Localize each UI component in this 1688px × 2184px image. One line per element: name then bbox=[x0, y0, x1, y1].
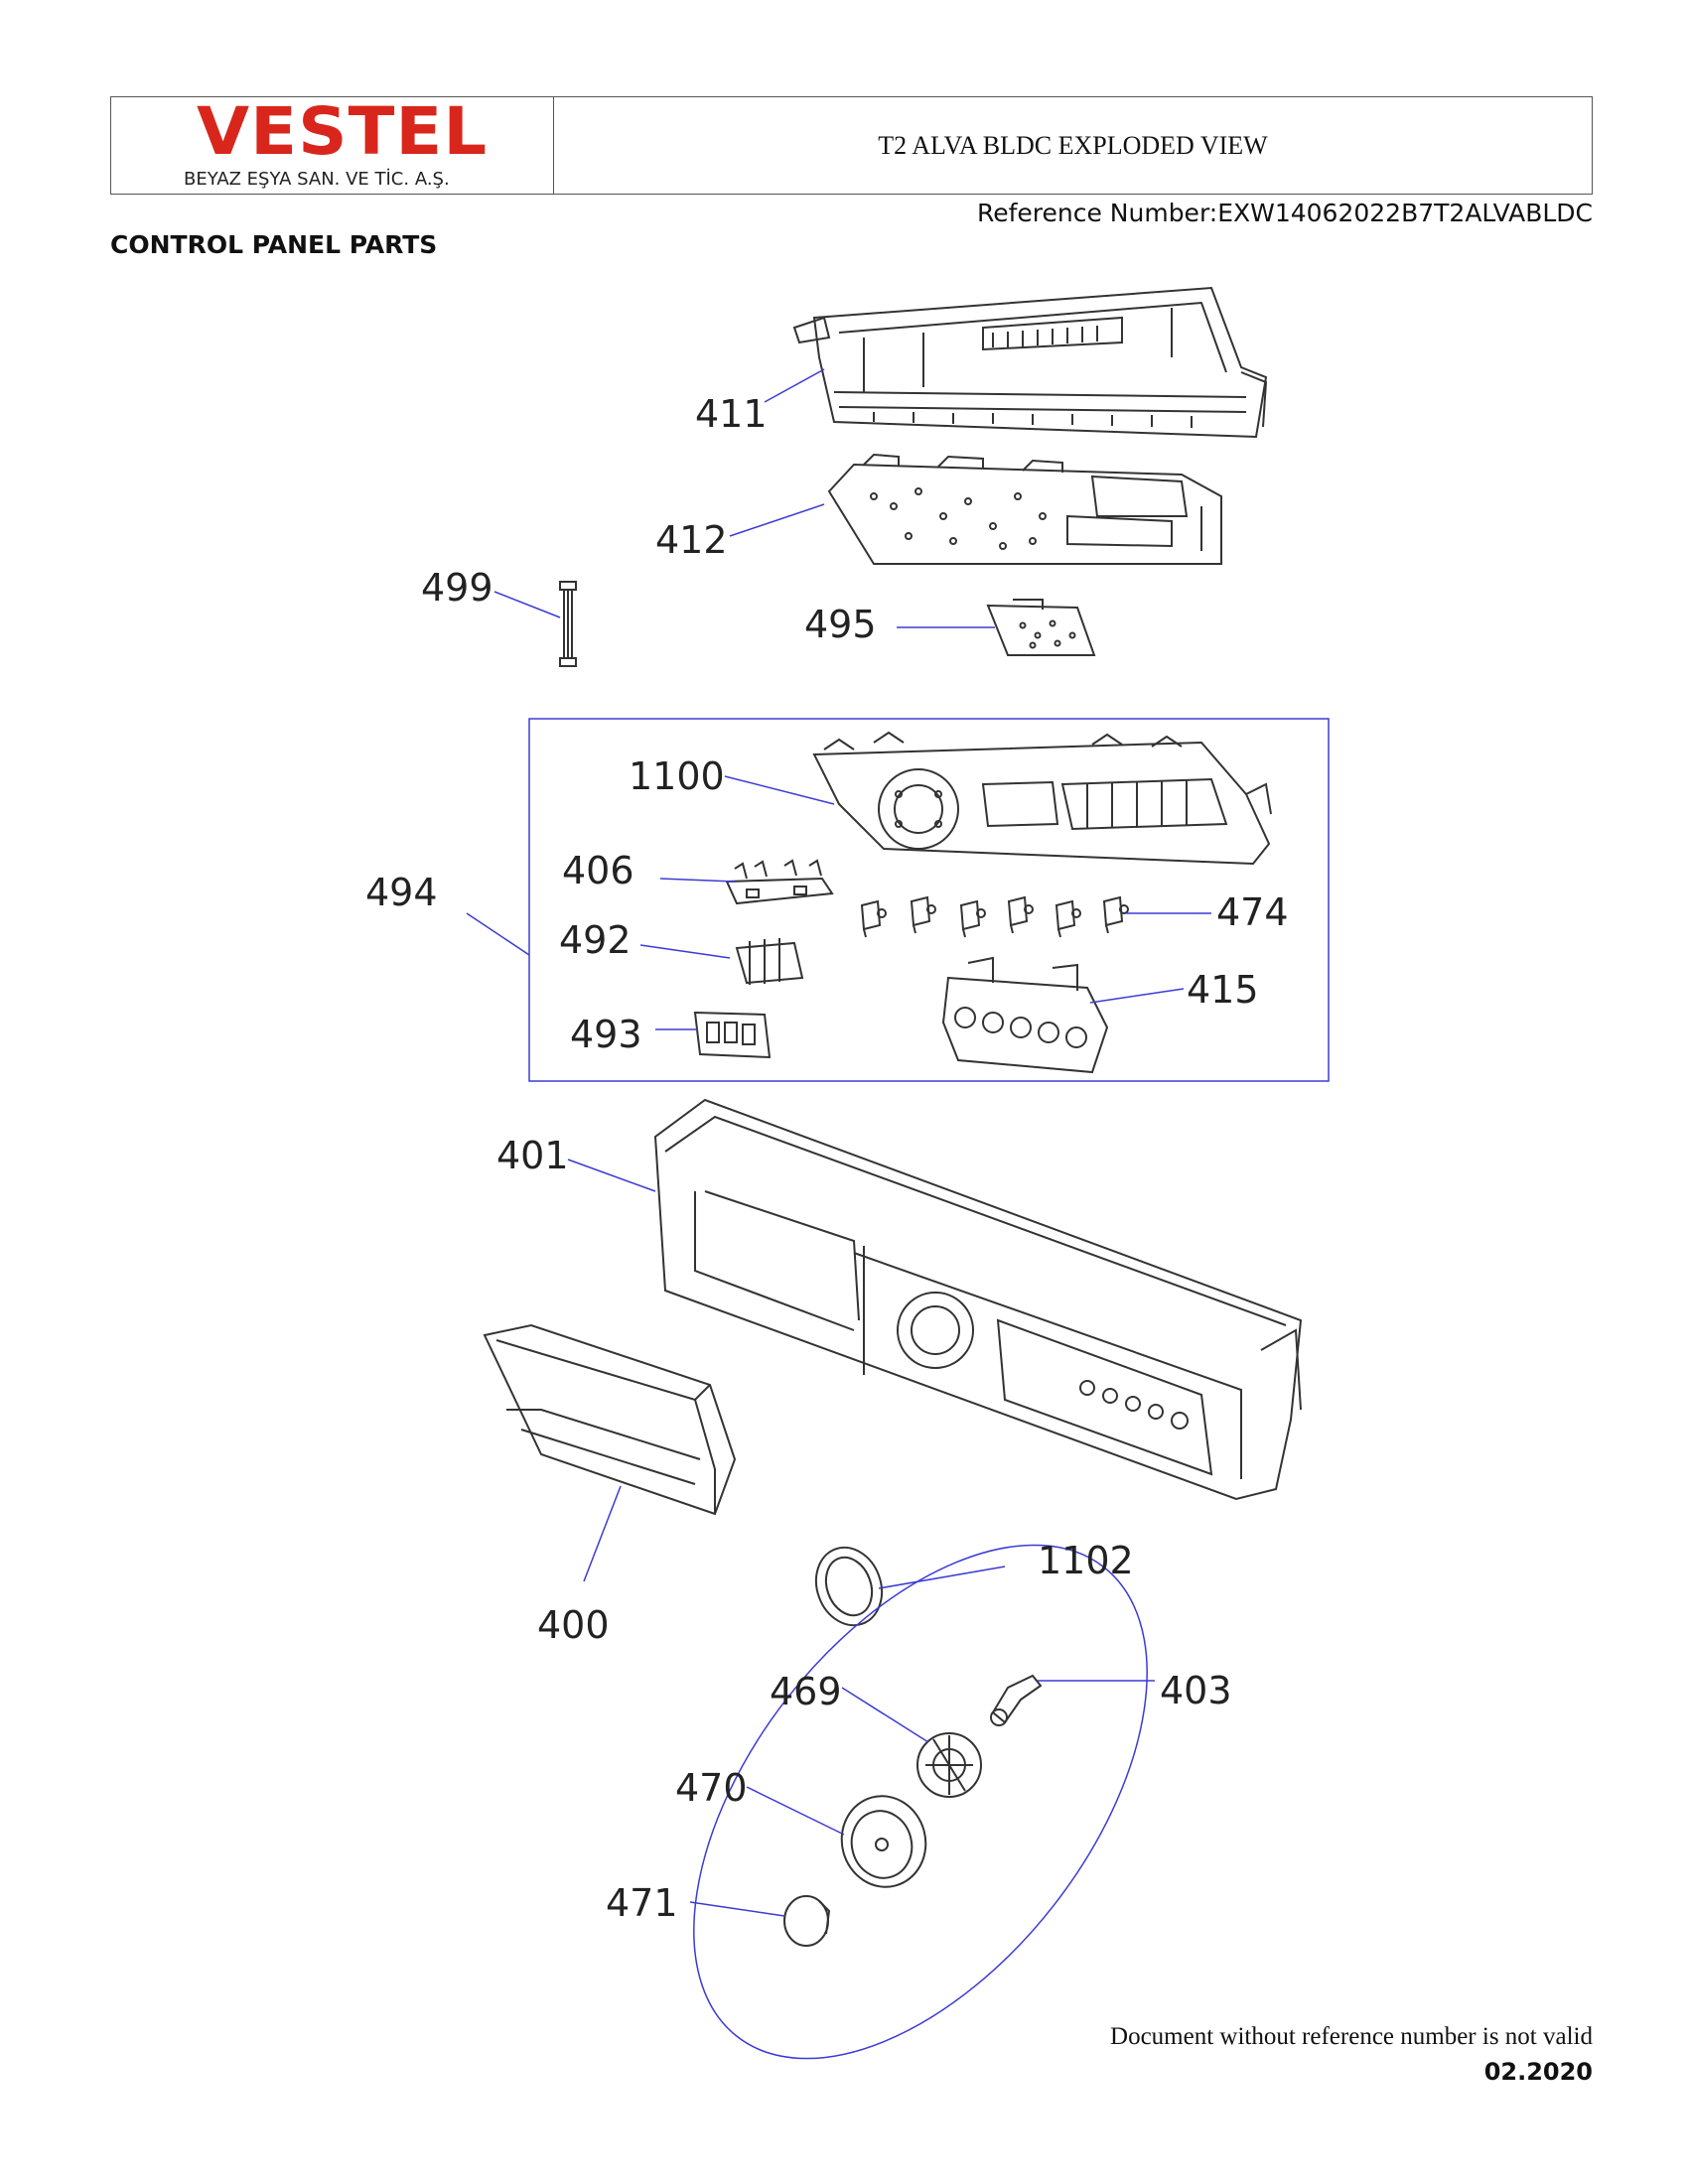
logo-cell: VESTEL BEYAZ EŞYA SAN. VE TİC. A.Ş. bbox=[111, 97, 554, 194]
part-470-knob bbox=[840, 1795, 927, 1888]
leader-412 bbox=[729, 503, 825, 537]
leader-494 bbox=[466, 912, 530, 956]
logo-rule bbox=[197, 163, 485, 165]
part-406-connector bbox=[725, 859, 834, 905]
leader-411 bbox=[764, 368, 825, 403]
callout-471: 471 bbox=[606, 1881, 678, 1925]
part-415-button-holder bbox=[941, 956, 1109, 1074]
callout-1102: 1102 bbox=[1038, 1539, 1134, 1582]
button-pin bbox=[910, 895, 936, 934]
callout-411: 411 bbox=[695, 392, 768, 436]
leader-492 bbox=[639, 944, 731, 959]
leader-415 bbox=[1089, 988, 1185, 1004]
callout-474: 474 bbox=[1216, 890, 1289, 934]
callout-499: 499 bbox=[421, 566, 493, 610]
brand-subtitle: BEYAZ EŞYA SAN. VE TİC. A.Ş. bbox=[184, 169, 450, 190]
document-title: T2 ALVA BLDC EXPLODED VIEW bbox=[878, 130, 1268, 160]
callout-415: 415 bbox=[1187, 968, 1259, 1012]
callout-495: 495 bbox=[804, 603, 877, 646]
callout-492: 492 bbox=[559, 918, 632, 962]
part-493-display bbox=[693, 1011, 772, 1059]
leader-471 bbox=[689, 1901, 785, 1917]
brand-logo: VESTEL bbox=[197, 93, 489, 170]
leader-499 bbox=[493, 591, 561, 618]
group-494-frame bbox=[528, 718, 1330, 1082]
part-471-cap bbox=[783, 1895, 831, 1947]
part-412-pcb bbox=[827, 453, 1222, 565]
callout-469: 469 bbox=[770, 1670, 842, 1713]
part-400-drawer bbox=[483, 1323, 737, 1516]
part-495-board bbox=[986, 599, 1096, 656]
part-1102-ring bbox=[814, 1546, 884, 1627]
part-403-shaft bbox=[990, 1674, 1043, 1726]
button-pin bbox=[959, 899, 986, 938]
button-pin bbox=[1007, 895, 1034, 934]
leader-470 bbox=[746, 1786, 845, 1836]
callout-494: 494 bbox=[365, 871, 438, 914]
callout-401: 401 bbox=[496, 1134, 569, 1177]
callout-470: 470 bbox=[675, 1766, 748, 1810]
title-block: VESTEL BEYAZ EŞYA SAN. VE TİC. A.Ş. T2 A… bbox=[110, 96, 1593, 195]
document-date: 02.2020 bbox=[1483, 2058, 1593, 2086]
callout-406: 406 bbox=[562, 849, 634, 892]
validity-note: Document without reference number is not… bbox=[1110, 2023, 1593, 2050]
button-pin bbox=[860, 899, 887, 938]
part-401-panel bbox=[653, 1098, 1303, 1501]
leader-401 bbox=[567, 1159, 656, 1192]
callout-412: 412 bbox=[655, 518, 728, 562]
part-492-connector bbox=[735, 938, 804, 985]
leader-1100 bbox=[724, 775, 835, 805]
leader-406 bbox=[659, 878, 736, 883]
part-1100-chassis bbox=[812, 731, 1272, 866]
callout-493: 493 bbox=[570, 1013, 642, 1056]
callout-1100: 1100 bbox=[629, 754, 725, 798]
part-474-buttons bbox=[860, 895, 1129, 938]
button-pin bbox=[1055, 899, 1081, 938]
leader-400 bbox=[583, 1485, 622, 1582]
button-pin bbox=[1102, 895, 1129, 934]
part-411-housing bbox=[792, 286, 1268, 439]
callout-400: 400 bbox=[537, 1603, 610, 1647]
part-469-knob-core bbox=[916, 1732, 982, 1798]
leader-469 bbox=[841, 1687, 929, 1743]
part-499-cable bbox=[559, 581, 577, 667]
callout-403: 403 bbox=[1160, 1669, 1232, 1712]
section-title: CONTROL PANEL PARTS bbox=[110, 230, 438, 259]
leader-1102 bbox=[878, 1566, 1006, 1589]
knob-group-ellipse bbox=[693, 1544, 1148, 2060]
reference-number: Reference Number:EXW14062022B7T2ALVABLDC bbox=[976, 199, 1593, 227]
